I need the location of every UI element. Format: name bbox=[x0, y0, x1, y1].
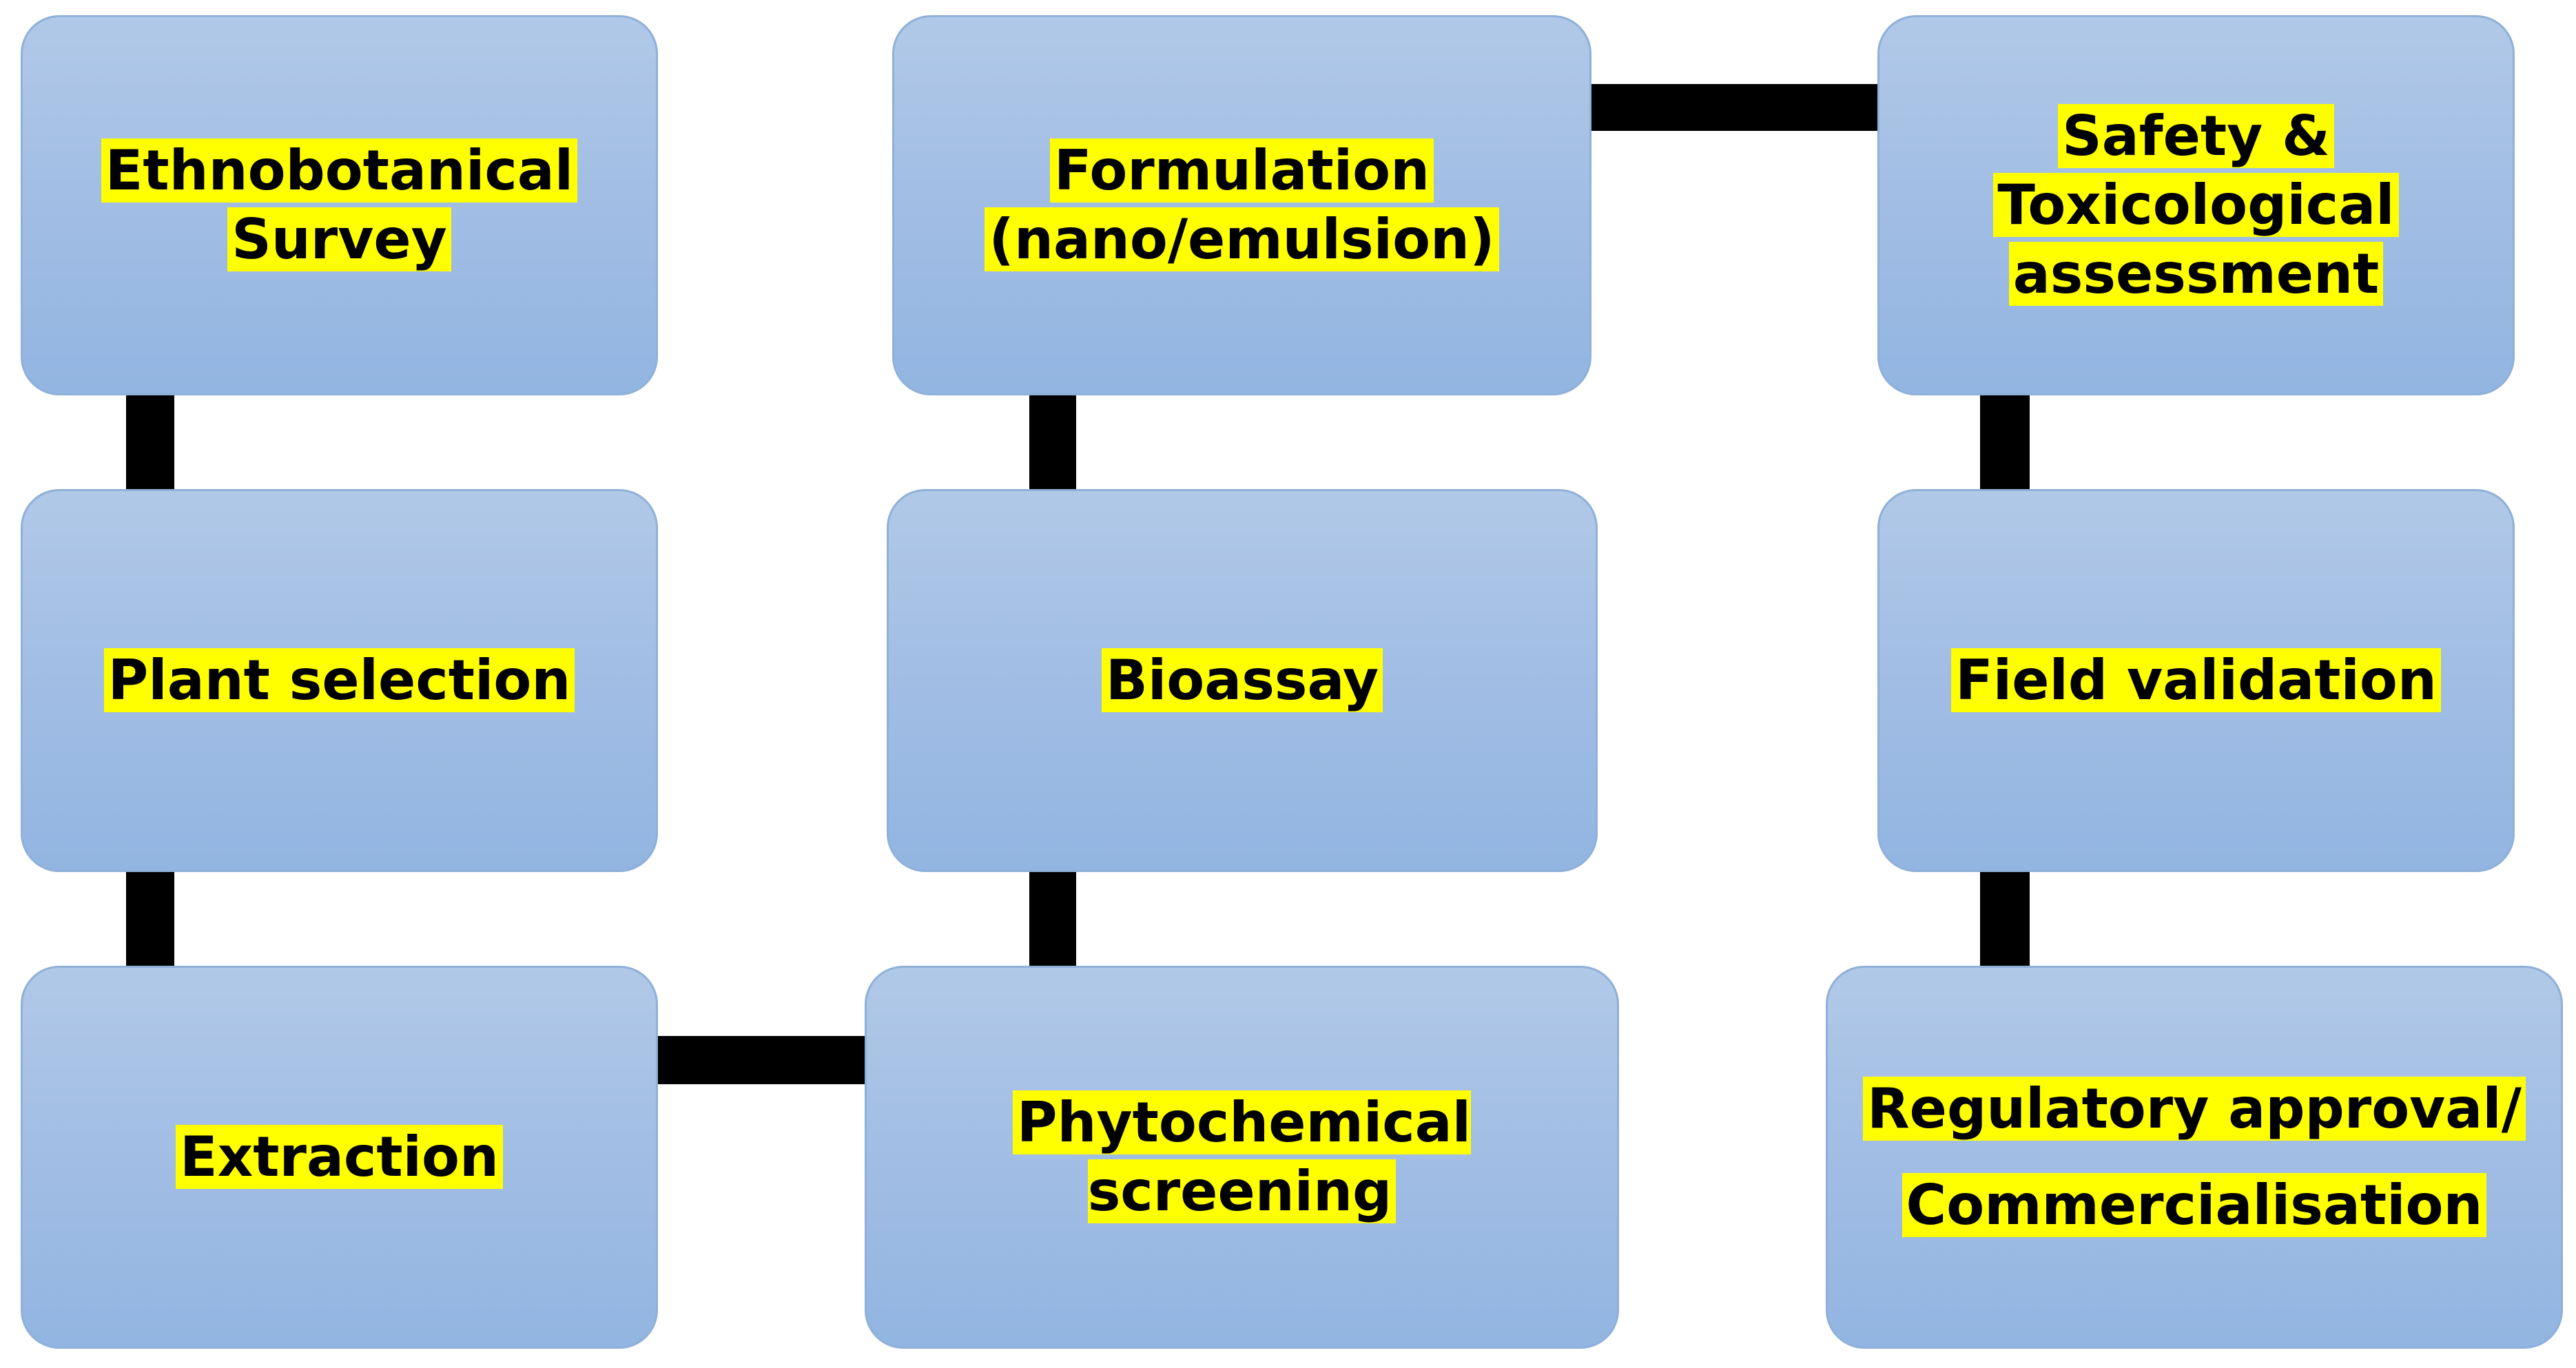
node-plant-selection: Plant selection bbox=[21, 489, 658, 872]
node-label-line: Commercialisation bbox=[1902, 1173, 2487, 1237]
connector-safety-to-field bbox=[1980, 393, 2030, 490]
node-formulation: Formulation (nano/emulsion) bbox=[892, 15, 1591, 395]
node-label-line: Plant selection bbox=[103, 648, 575, 712]
node-label-line: Ethnobotanical bbox=[101, 138, 578, 203]
connector-selection-to-extraction bbox=[126, 869, 174, 968]
node-label-line: (nano/emulsion) bbox=[985, 207, 1499, 271]
node-bioassay: Bioassay bbox=[887, 489, 1598, 872]
node-label-line: assessment bbox=[2008, 242, 2384, 306]
node-label: Regulatory approval/ Commercialisation bbox=[1863, 1061, 2526, 1254]
node-label-line: Toxicological bbox=[1993, 173, 2399, 237]
node-label: Formulation (nano/emulsion) bbox=[985, 136, 1499, 274]
node-regulatory-approval: Regulatory approval/ Commercialisation bbox=[1826, 966, 2563, 1349]
node-ethnobotanical-survey: Ethnobotanical Survey bbox=[21, 15, 658, 395]
node-field-validation: Field validation bbox=[1877, 489, 2515, 872]
node-safety-toxicological-assessment: Safety & Toxicological assessment bbox=[1877, 15, 2515, 395]
node-label: Ethnobotanical Survey bbox=[101, 136, 578, 274]
node-label-line: Formulation bbox=[1049, 138, 1434, 203]
connector-field-to-regulatory bbox=[1980, 869, 2030, 968]
connector-bioassay-to-formulation bbox=[1029, 393, 1076, 490]
node-label: Bioassay bbox=[1101, 646, 1383, 715]
node-label-line: Field validation bbox=[1951, 648, 2441, 712]
node-label-line: Survey bbox=[227, 207, 451, 271]
connector-screening-to-bioassay bbox=[1029, 869, 1076, 968]
connector-extraction-to-screening bbox=[651, 1036, 868, 1084]
node-label-line: Bioassay bbox=[1101, 648, 1383, 712]
node-label-line: Extraction bbox=[176, 1125, 503, 1189]
node-label: Extraction bbox=[176, 1123, 503, 1192]
connector-formulation-to-safety bbox=[1585, 84, 1888, 131]
node-label: Phytochemical screening bbox=[889, 1088, 1595, 1226]
node-extraction: Extraction bbox=[21, 966, 658, 1349]
node-label: Safety & Toxicological assessment bbox=[1993, 102, 2399, 309]
node-label-line: Safety & bbox=[2058, 104, 2334, 168]
node-phytochemical-screening: Phytochemical screening bbox=[865, 966, 1619, 1349]
connector-survey-to-selection bbox=[126, 393, 174, 490]
node-label-line: Regulatory approval/ bbox=[1863, 1077, 2526, 1141]
node-label: Field validation bbox=[1951, 646, 2441, 715]
node-label-line: Phytochemical screening bbox=[1012, 1090, 1472, 1223]
node-label: Plant selection bbox=[103, 646, 575, 715]
